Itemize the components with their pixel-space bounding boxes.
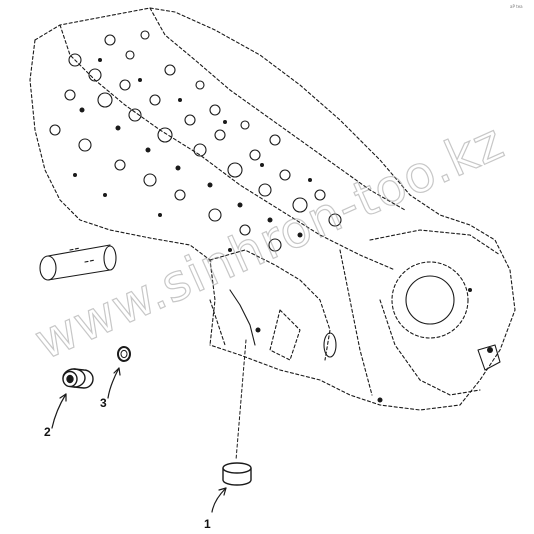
valve-cluster: [49, 30, 342, 252]
callout-arrows: [51, 367, 227, 513]
corner-code: aP tea: [510, 4, 523, 9]
part-1-cup-plug: [222, 339, 252, 486]
callout-label-2: 2: [44, 425, 51, 439]
watermark: www.sinhron-too.kz: [26, 112, 513, 372]
timing-housing: [339, 229, 501, 396]
part-3-seal-ring: [117, 346, 131, 362]
part-2-plug: [62, 368, 94, 389]
bolt-heads: [73, 58, 493, 403]
callout-label-3: 3: [100, 396, 107, 410]
front-face: [209, 249, 337, 361]
watermark-text: www.sinhron-too.kz: [26, 112, 512, 371]
intake-tube: [39, 244, 117, 281]
engine-block-drawing: [29, 7, 516, 411]
callout-label-1: 1: [204, 517, 211, 531]
